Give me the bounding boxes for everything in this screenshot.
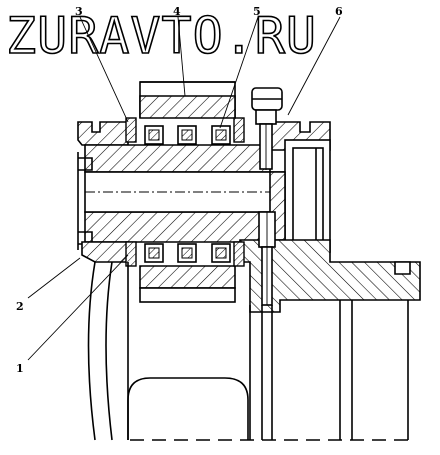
rollers-top [144,125,231,145]
rollers-bottom [144,243,231,263]
end-cap-right [269,139,331,253]
seal-left-top [125,117,137,143]
seal-right-bottom [233,241,245,267]
bearing-outer-ring-bottom [139,265,236,303]
leader-lines [27,16,341,361]
callout-2: 2 [16,300,24,313]
seal-right-top [233,117,245,143]
callout-4: 4 [173,5,181,18]
grease-fitting [251,87,283,170]
bearing-outer-ring-top [139,81,236,119]
callout-1: 1 [16,362,24,375]
seal-left-bottom [125,241,137,267]
lower-bolt [258,211,276,306]
lower-bracket [81,239,421,313]
callout-6: 6 [335,5,343,18]
callout-3: 3 [75,5,83,18]
watermark-text: ZURAVTO.RU [6,7,317,65]
wheel-disc [87,261,415,441]
callout-5: 5 [253,5,261,18]
